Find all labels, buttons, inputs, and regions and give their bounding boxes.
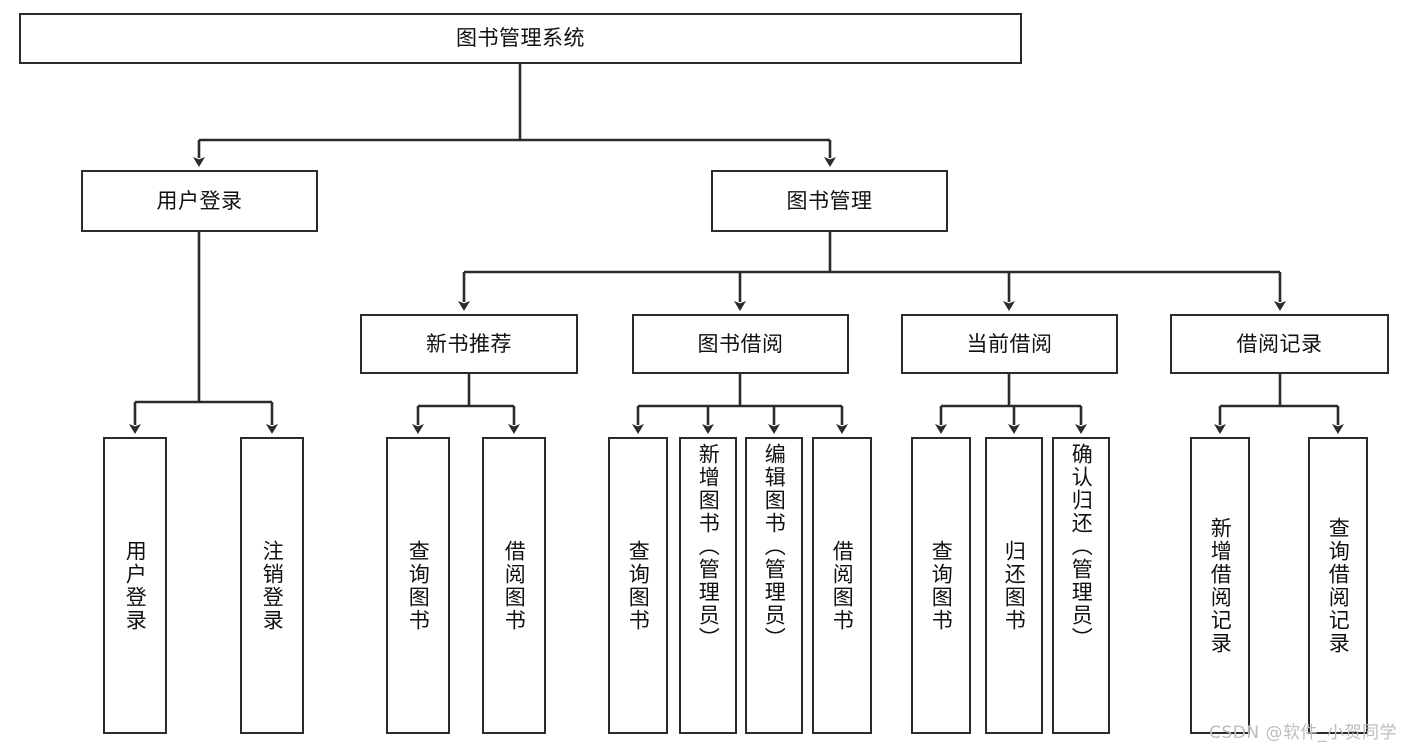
node-leaf-user-login[interactable]: 用户登录 [103,437,167,734]
node-label: 编辑图书（管理员） [762,443,787,650]
node-leaf-query-book-recommend[interactable]: 查询图书 [386,437,450,734]
node-label: 图书管理系统 [456,26,585,51]
node-leaf-borrow-book-recommend[interactable]: 借阅图书 [482,437,546,734]
node-label: 查询图书 [626,539,651,632]
node-label: 注销登录 [260,539,285,632]
node-leaf-return-book[interactable]: 归还图书 [985,437,1043,734]
node-leaf-logout-login[interactable]: 注销登录 [240,437,304,734]
node-label: 归还图书 [1002,539,1027,632]
node-label: 确认归还（管理员） [1069,443,1094,650]
node-label: 用户登录 [123,539,148,632]
node-label: 新增借阅记录 [1208,516,1233,655]
node-label: 用户登录 [156,188,243,213]
node-label: 借阅图书 [830,539,855,632]
node-leaf-borrow-book[interactable]: 借阅图书 [812,437,872,734]
csdn-watermark: CSDN @软件_小贺同学 [1209,723,1397,743]
node-book-management-system[interactable]: 图书管理系统 [19,13,1022,64]
node-label: 新增图书（管理员） [696,443,721,650]
node-leaf-confirm-return-admin[interactable]: 确认归还（管理员） [1052,437,1110,734]
node-label: 查询图书 [406,539,431,632]
node-current-borrow[interactable]: 当前借阅 [901,314,1118,374]
node-user-login[interactable]: 用户登录 [81,170,318,232]
node-new-book-recommend[interactable]: 新书推荐 [360,314,578,374]
node-label: 当前借阅 [966,331,1053,356]
node-label: 图书管理 [786,188,873,213]
node-label: 借阅记录 [1236,331,1323,356]
node-leaf-add-book-admin[interactable]: 新增图书（管理员） [679,437,737,734]
node-label: 新书推荐 [426,331,512,356]
node-book-management[interactable]: 图书管理 [711,170,948,232]
node-leaf-query-borrow-record[interactable]: 查询借阅记录 [1308,437,1368,734]
node-label: 图书借阅 [697,331,784,356]
node-leaf-edit-book-admin[interactable]: 编辑图书（管理员） [745,437,803,734]
node-label: 查询借阅记录 [1326,516,1351,655]
node-book-borrow[interactable]: 图书借阅 [632,314,849,374]
node-borrow-record[interactable]: 借阅记录 [1170,314,1389,374]
node-label: 借阅图书 [502,539,527,632]
node-leaf-query-book-current[interactable]: 查询图书 [911,437,971,734]
node-leaf-add-borrow-record[interactable]: 新增借阅记录 [1190,437,1250,734]
node-label: 查询图书 [929,539,954,632]
node-leaf-query-book-borrow[interactable]: 查询图书 [608,437,668,734]
